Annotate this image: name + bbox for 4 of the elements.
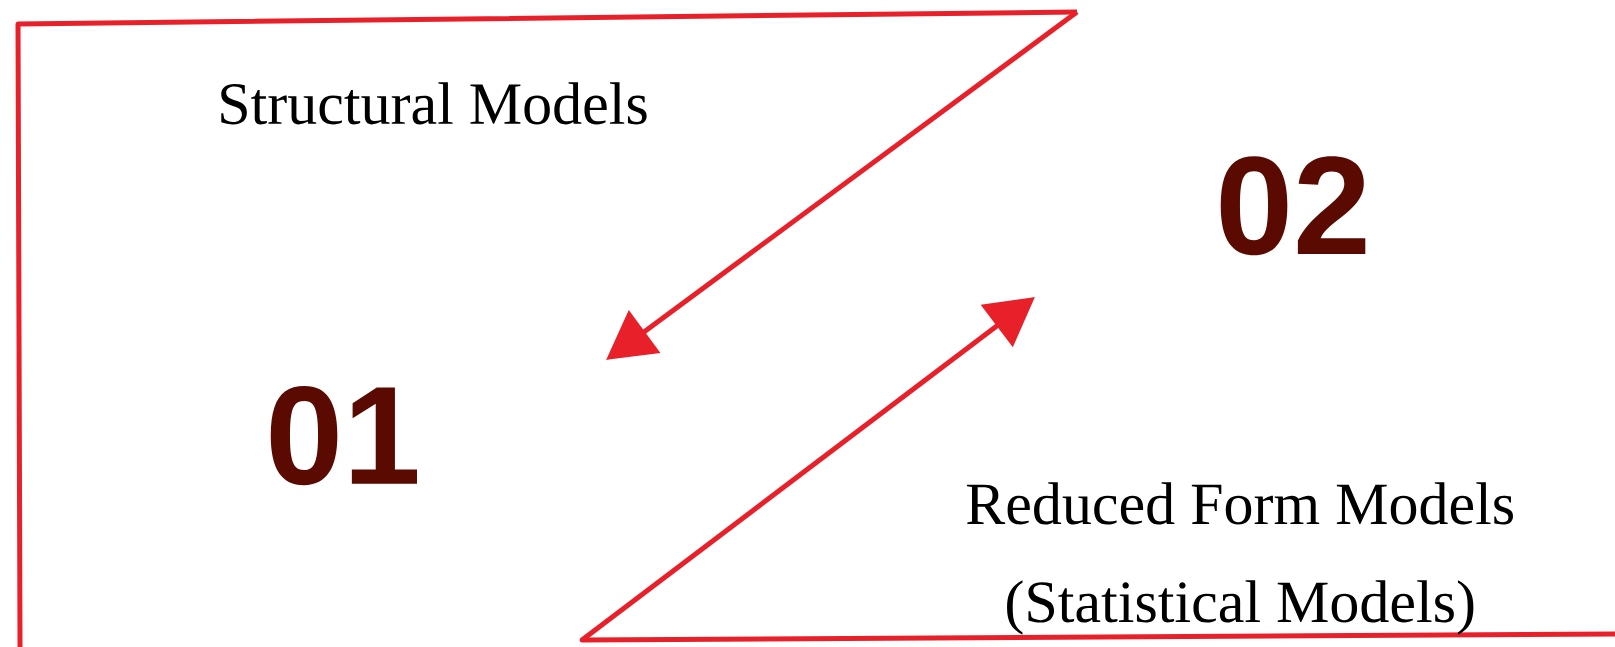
heading-text: Structural Models <box>221 82 647 125</box>
heading-text: Reduced Form Models (Statistical Models) <box>966 482 1513 635</box>
number-label: 02 <box>1220 156 1366 256</box>
number-label: 01 <box>270 386 417 486</box>
